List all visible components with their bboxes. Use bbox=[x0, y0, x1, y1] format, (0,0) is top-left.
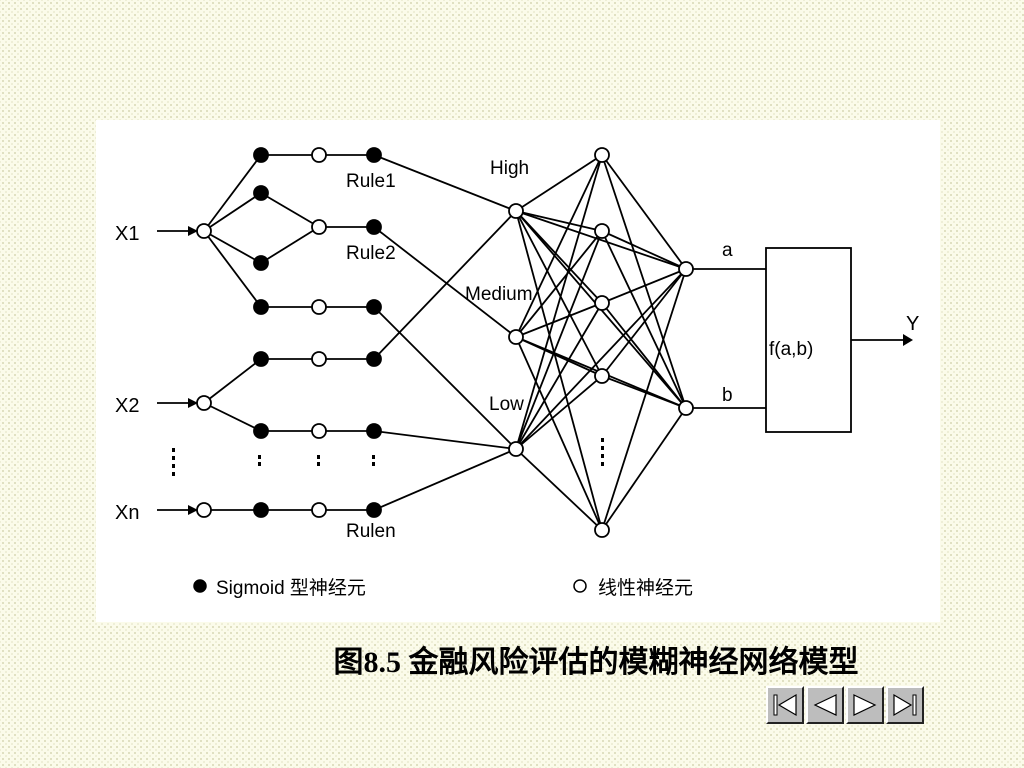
next-slide-button[interactable] bbox=[846, 686, 884, 724]
rule-label-2: Rule2 bbox=[346, 243, 396, 264]
fuzzy-hidden-link bbox=[515, 210, 603, 531]
input-label-xn: Xn bbox=[115, 502, 139, 524]
diagram-svg: X1 X2 Xn Rule1 Rule2 Rulen High Medium L… bbox=[96, 120, 940, 622]
prev-icon bbox=[813, 694, 837, 716]
fuzzy-label-high: High bbox=[490, 158, 529, 179]
output-label-a: a bbox=[722, 240, 733, 261]
output-label-b: b bbox=[722, 385, 733, 406]
hidden-output-link bbox=[601, 407, 687, 531]
navigation-bar bbox=[766, 686, 926, 726]
legend-linear-label: 线性神经元 bbox=[598, 577, 693, 599]
fuzzy-hidden-link bbox=[515, 210, 603, 232]
first-icon bbox=[773, 693, 797, 717]
fuzzy-hidden-link bbox=[515, 375, 603, 450]
hidden-output-link bbox=[601, 230, 687, 409]
fuzzy-hidden-link bbox=[515, 336, 603, 531]
fuzzy-label-low: Low bbox=[489, 394, 524, 415]
fuzzy-hidden-link bbox=[515, 210, 603, 377]
first-slide-button[interactable] bbox=[766, 686, 804, 724]
legend-sigmoid-label: Sigmoid 型神经元 bbox=[216, 577, 366, 599]
function-label: f(a,b) bbox=[769, 339, 813, 360]
nodes bbox=[196, 147, 694, 538]
hidden-output-link bbox=[601, 154, 687, 270]
hidden-output-link bbox=[601, 268, 687, 304]
neural-network-diagram: X1 X2 Xn Rule1 Rule2 Rulen High Medium L… bbox=[96, 120, 940, 622]
hidden-output-link bbox=[601, 268, 687, 377]
output-label-y: Y bbox=[906, 313, 919, 335]
hidden-output-link bbox=[601, 154, 687, 409]
rule-label-n: Rulen bbox=[346, 521, 396, 542]
last-icon bbox=[893, 693, 917, 717]
previous-slide-button[interactable] bbox=[806, 686, 844, 724]
hidden-output-link bbox=[601, 230, 687, 270]
fuzzy-hidden-link bbox=[515, 230, 603, 450]
fuzzy-hidden-link bbox=[515, 154, 603, 212]
fuzzy-hidden-link bbox=[515, 154, 603, 450]
fuzzy-hidden-link bbox=[515, 230, 603, 338]
last-slide-button[interactable] bbox=[886, 686, 924, 724]
fuzzy-label-medium: Medium bbox=[465, 284, 533, 305]
fuzzy-hidden-link bbox=[515, 154, 603, 338]
figure-caption: 图8.5 金融风险评估的模糊神经网络模型 bbox=[333, 646, 859, 679]
input-label-x1: X1 bbox=[115, 223, 139, 245]
linear-legend-icon bbox=[573, 579, 587, 593]
fuzzy-hidden-link bbox=[515, 448, 603, 531]
input-label-x2: X2 bbox=[115, 395, 139, 417]
sigmoid-legend-icon bbox=[193, 579, 207, 593]
output-arrow-icon bbox=[903, 334, 913, 346]
hidden-output-link bbox=[601, 268, 687, 531]
ellipsis-marks bbox=[172, 438, 604, 476]
next-icon bbox=[853, 694, 877, 716]
fuzzy-hidden-link bbox=[515, 302, 603, 450]
fuzzy-hidden-link bbox=[515, 302, 603, 338]
rule-label-1: Rule1 bbox=[346, 171, 396, 192]
